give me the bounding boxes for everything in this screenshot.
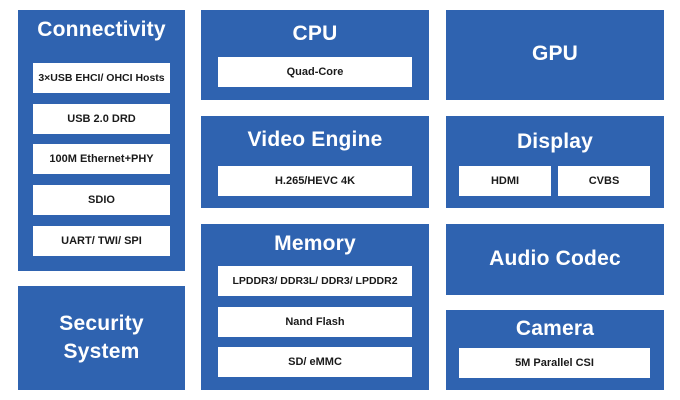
audio-codec-block: Audio Codec: [446, 224, 664, 295]
video-engine-title: Video Engine: [247, 128, 383, 151]
display-item-hdmi: HDMI: [459, 166, 551, 196]
security-title-line1: Security: [59, 312, 144, 335]
display-block: Display HDMI CVBS: [446, 116, 664, 208]
camera-block: Camera 5M Parallel CSI: [446, 310, 664, 390]
connectivity-item-usb-hosts: 3×USB EHCI/ OHCI Hosts: [33, 63, 170, 93]
gpu-title: GPU: [531, 42, 579, 65]
gpu-block: GPU: [446, 10, 664, 100]
display-item-cvbs: CVBS: [558, 166, 650, 196]
memory-item-lpddr: LPDDR3/ DDR3L/ DDR3/ LPDDR2: [218, 266, 412, 296]
memory-item-nand-flash: Nand Flash: [218, 307, 412, 337]
memory-title: Memory: [274, 232, 356, 255]
security-title-line2: System: [63, 340, 140, 363]
connectivity-item-uart-twi-spi: UART/ TWI/ SPI: [33, 226, 170, 256]
connectivity-item-usb-drd: USB 2.0 DRD: [33, 104, 170, 134]
display-title: Display: [516, 130, 594, 153]
video-engine-block: Video Engine H.265/HEVC 4K: [201, 116, 429, 208]
connectivity-item-ethernet: 100M Ethernet+PHY: [33, 144, 170, 174]
connectivity-block: Connectivity 3×USB EHCI/ OHCI Hosts USB …: [18, 10, 185, 271]
video-engine-item-h265: H.265/HEVC 4K: [218, 166, 412, 196]
camera-title: Camera: [515, 317, 595, 340]
connectivity-title: Connectivity: [37, 18, 166, 41]
connectivity-item-sdio: SDIO: [33, 185, 170, 215]
memory-block: Memory LPDDR3/ DDR3L/ DDR3/ LPDDR2 Nand …: [201, 224, 429, 390]
camera-item-parallel-csi: 5M Parallel CSI: [459, 348, 650, 378]
memory-item-sd-emmc: SD/ eMMC: [218, 347, 412, 377]
audio-codec-title: Audio Codec: [489, 247, 621, 270]
cpu-block: CPU Quad-Core: [201, 10, 429, 100]
cpu-item-quad-core: Quad-Core: [218, 57, 412, 87]
cpu-title: CPU: [292, 22, 338, 45]
security-system-block: Security System: [18, 286, 185, 390]
